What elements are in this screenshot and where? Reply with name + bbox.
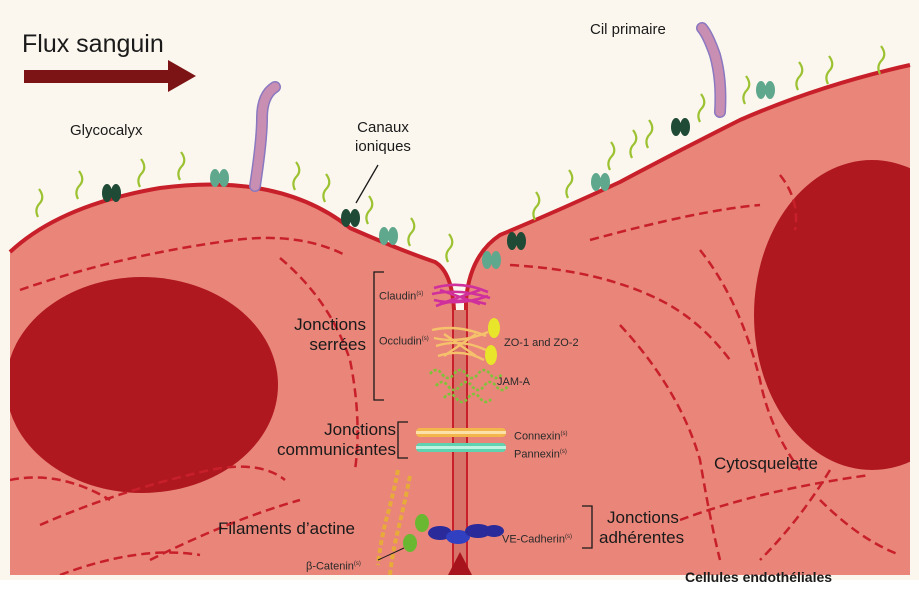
- blood-flow-label: Flux sanguin: [22, 30, 164, 58]
- claudin-label-suffix: (s): [416, 291, 423, 297]
- jam-a-label: JAM-A: [497, 376, 530, 389]
- occludin-label-text: Occludin: [379, 336, 422, 348]
- cytoskeleton-label: Cytosquelette: [714, 454, 818, 474]
- connexin-label-suffix: (s): [560, 431, 567, 437]
- beta-catenin-label: β-Catenin(s): [306, 558, 361, 574]
- ion-channels-label-line2: ioniques: [340, 137, 426, 156]
- adherens-junctions-label-line1: Jonctions: [599, 508, 684, 528]
- ve-cadherin-label: VE-Cadherin(s): [502, 531, 572, 547]
- claudin-label-text: Claudin: [379, 291, 416, 303]
- ve-cadherin-label-suffix: (s): [565, 534, 572, 540]
- primary-cilium-label: Cil primaire: [590, 21, 666, 39]
- cells-label: Cellules endothéliales: [685, 569, 832, 586]
- zo-label: ZO-1 and ZO-2: [504, 337, 579, 350]
- beta-catenin-label-suffix: (s): [354, 561, 361, 567]
- adherens-junctions-label: Jonctions adhérentes: [599, 508, 684, 548]
- beta-catenin-label-text: β-Catenin: [306, 561, 354, 573]
- glycocalyx-label: Glycocalyx: [70, 122, 143, 140]
- occludin-label-suffix: (s): [422, 336, 429, 342]
- tight-junctions-label-line2: serrées: [262, 335, 366, 355]
- pannexin-label-text: Pannexin: [514, 449, 560, 461]
- ion-channels-label-line1: Canaux: [340, 118, 426, 137]
- connexin-label-text: Connexin: [514, 431, 560, 443]
- gap-junctions-label-line2: communicantes: [250, 440, 396, 460]
- tight-junctions-label: Jonctions serrées: [262, 315, 366, 355]
- occludin-label: Occludin(s): [379, 333, 429, 349]
- gap-junctions-label: Jonctions communicantes: [250, 420, 396, 460]
- ve-cadherin-label-text: VE-Cadherin: [502, 534, 565, 546]
- pannexin-channels: [416, 443, 506, 452]
- connexin-label: Connexin(s): [514, 428, 567, 444]
- claudin-label: Claudin(s): [379, 288, 423, 304]
- adherens-junctions-label-line2: adhérentes: [599, 528, 684, 548]
- actin-filaments-label: Filaments d’actine: [218, 519, 355, 539]
- connexin-channels: [416, 428, 506, 437]
- pannexin-label: Pannexin(s): [514, 446, 567, 462]
- gap-junctions-label-line1: Jonctions: [250, 420, 396, 440]
- pannexin-label-suffix: (s): [560, 449, 567, 455]
- ion-channels-label: Canaux ioniques: [340, 118, 426, 156]
- tight-junctions-label-line1: Jonctions: [262, 315, 366, 335]
- left-nucleus: [6, 277, 278, 493]
